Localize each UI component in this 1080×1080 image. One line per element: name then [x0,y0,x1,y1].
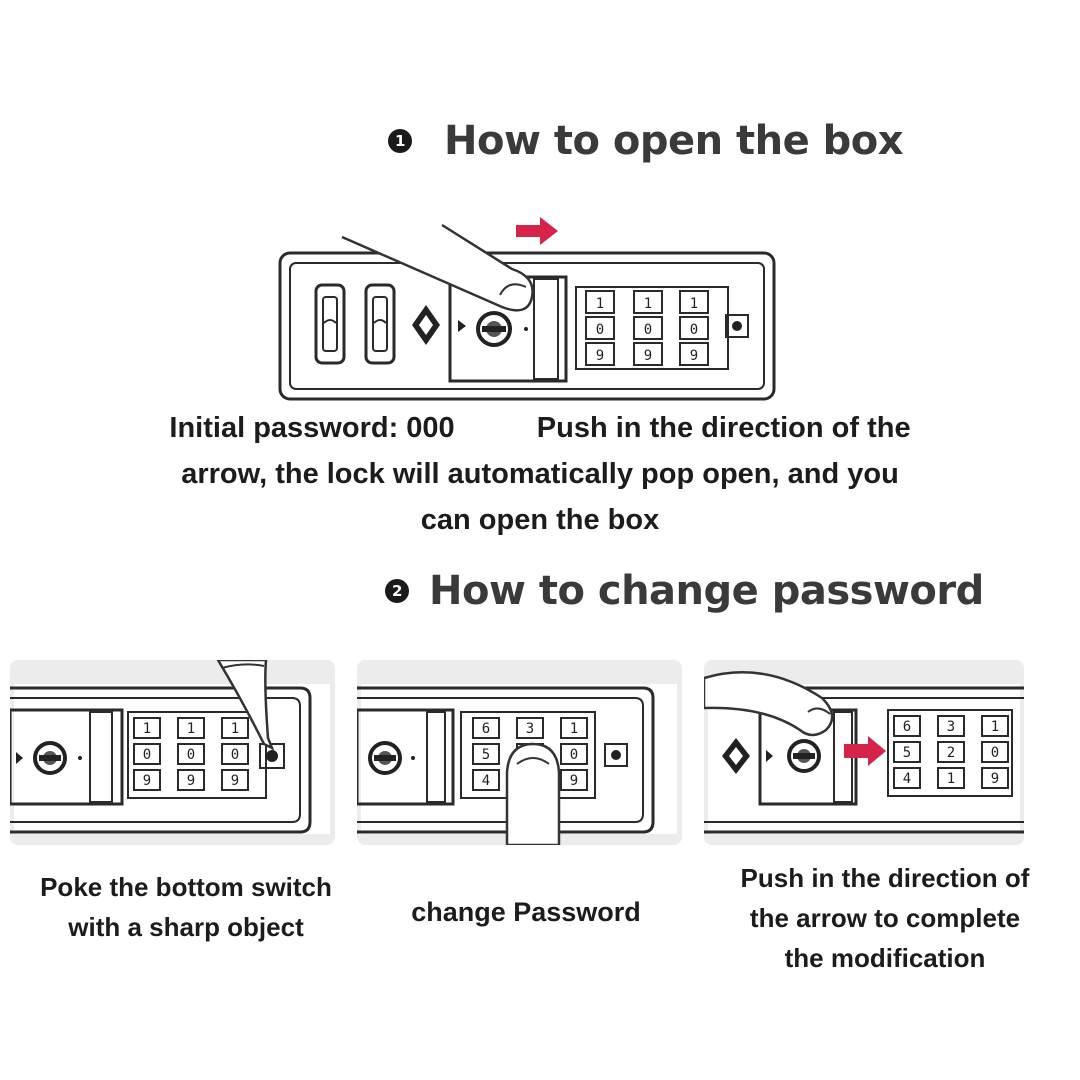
svg-text:1: 1 [143,721,151,737]
dial-1-bot: 9 [596,348,604,364]
dial-2: 3 2 1 [937,715,965,789]
step-2-caption: change Password [372,892,680,932]
svg-text:6: 6 [903,719,911,735]
svg-text:1: 1 [187,721,195,737]
svg-text:6: 6 [482,721,490,737]
svg-text:9: 9 [143,773,151,789]
finger-icon [341,223,534,312]
step-3-line-3: the modification [784,943,986,973]
sharp-object-icon [216,660,275,751]
svg-text:0: 0 [991,745,999,761]
dial-1-top: 1 [596,296,604,312]
push-direction-text: Push in the direction of the [536,412,911,444]
dial-2: 1 0 9 [633,290,663,366]
desc-line-2: arrow, the lock will automatically pop o… [181,458,899,490]
section1-title: How to open the box [444,118,904,164]
svg-text:0: 0 [570,747,578,763]
finger-icon [505,742,561,845]
svg-text:0: 0 [187,747,195,763]
svg-text:1: 1 [231,721,239,737]
desc-line-3: can open the box [420,504,660,536]
tsa-diamond-icon [722,738,750,774]
keyhole-icon [476,311,512,347]
svg-text:1: 1 [644,296,652,312]
reset-button-icon [725,314,749,338]
svg-text:4: 4 [482,773,490,789]
svg-text:1: 1 [991,719,999,735]
svg-text:0: 0 [644,322,652,338]
section2-heading: 2 How to change password [385,568,984,614]
step-1-line-1: Poke the bottom switch [40,872,332,902]
svg-text:3: 3 [526,721,534,737]
tsa-diamond-icon [412,305,440,345]
keyhole-icon [368,741,402,775]
svg-text:2: 2 [947,745,955,761]
step-3-line-2: the arrow to complete [749,903,1021,933]
reset-button-icon [259,743,285,769]
dial-3: 1 0 9 [221,717,249,791]
svg-text:1: 1 [570,721,578,737]
keyhole-icon [787,739,821,773]
svg-text:9: 9 [991,771,999,787]
dial-1: 1 0 9 [133,717,161,791]
dial-1: 6 5 4 [893,715,921,789]
step-3-line-1: Push in the direction of [740,863,1030,893]
section1-heading: 1 How to open the box [388,118,904,164]
dial-1: 6 5 4 [472,717,500,791]
dial-3: 1 0 9 [981,715,1009,789]
step-2-line-1: change Password [411,897,641,927]
dial-2: 1 0 9 [177,717,205,791]
step-3-illustration: 6 5 4 3 2 1 1 0 9 [704,660,1024,845]
step-number-1-badge: 1 [388,129,412,153]
step-1-caption: Poke the bottom switch with a sharp obje… [0,867,372,947]
svg-text:9: 9 [570,773,578,789]
svg-text:0: 0 [690,322,698,338]
svg-text:1: 1 [690,296,698,312]
lock-open-illustration: 1 0 9 1 0 9 1 0 9 [278,217,776,401]
step-1-illustration: 1 0 9 1 0 9 1 0 9 [10,660,335,845]
dial-1: 1 0 9 [585,290,615,366]
dial-3: 1 0 9 [560,717,588,791]
dial-3: 1 0 9 [679,290,709,366]
initial-password-text: Initial password: 000 [169,412,455,444]
svg-text:5: 5 [482,747,490,763]
dial-1-mid: 0 [596,322,604,338]
push-arrow-icon [516,217,558,245]
step-1-line-2: with a sharp object [68,912,304,942]
push-arrow-icon [844,736,886,766]
section2-title: How to change password [429,568,984,614]
step-2-illustration: 6 5 4 3 2 1 0 9 [357,660,682,845]
latch-slot-icon [314,283,396,365]
svg-text:9: 9 [187,773,195,789]
svg-text:5: 5 [903,745,911,761]
desc-line-1: Initial password: 000 Push in the direct… [0,405,1080,451]
svg-text:0: 0 [231,747,239,763]
reset-button-icon [604,743,628,767]
svg-text:4: 4 [903,771,911,787]
svg-text:9: 9 [690,348,698,364]
svg-text:0: 0 [143,747,151,763]
keyhole-icon [33,741,67,775]
step-3-caption: Push in the direction of the arrow to co… [690,858,1080,978]
step-number-2-badge: 2 [385,579,409,603]
section1-description: Initial password: 000 Push in the direct… [0,405,1080,543]
svg-text:1: 1 [947,771,955,787]
svg-text:9: 9 [231,773,239,789]
svg-text:3: 3 [947,719,955,735]
svg-text:9: 9 [644,348,652,364]
finger-icon [704,670,834,737]
